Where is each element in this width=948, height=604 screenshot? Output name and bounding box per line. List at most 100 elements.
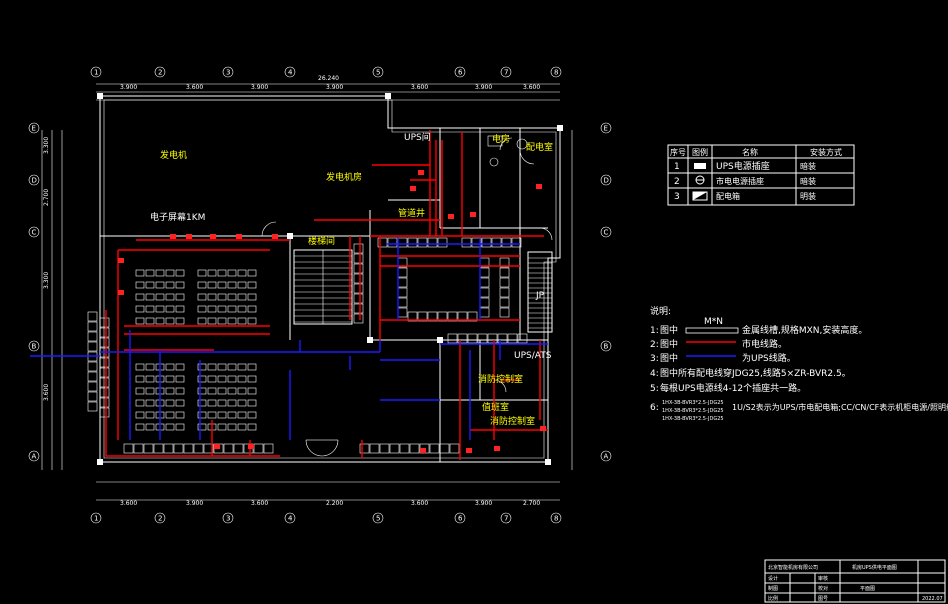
label-office: 配电室	[526, 141, 553, 153]
axis-label: E	[32, 125, 36, 133]
mains-outlet-icon	[695, 175, 705, 185]
seat	[145, 399, 155, 407]
callout-board: 电子屏幕1KM	[150, 211, 205, 223]
axis-label: D	[32, 177, 37, 185]
seat	[135, 411, 145, 419]
axis-label: 2	[158, 69, 162, 77]
seat	[155, 281, 165, 289]
seat	[165, 363, 175, 371]
seat	[227, 363, 237, 371]
note-6-num: 6:	[650, 403, 659, 413]
seat	[165, 423, 175, 431]
server-rack	[479, 267, 490, 278]
server-rack	[163, 443, 174, 454]
seat	[217, 375, 227, 383]
axis-bubble-6: 6	[454, 66, 466, 78]
legend-row-2-name: 市电电源插座	[716, 176, 764, 186]
seat	[227, 281, 237, 289]
seat	[247, 423, 257, 431]
tb-company: 北京智能机房有限公司	[768, 564, 818, 571]
seat	[175, 317, 185, 325]
note-4-num: 4:	[650, 369, 659, 379]
seat	[145, 305, 155, 313]
server-rack	[477, 333, 488, 344]
server-rack	[123, 443, 134, 454]
server-rack	[417, 237, 428, 248]
axis-bubble-3: 3	[222, 66, 234, 78]
server-rack	[479, 287, 490, 298]
seat	[247, 363, 257, 371]
seat	[155, 317, 165, 325]
server-rack	[499, 277, 510, 288]
top-dim-text: 3.900	[120, 84, 137, 91]
seat	[165, 293, 175, 301]
server-rack	[499, 257, 510, 268]
seat	[207, 363, 217, 371]
seat	[175, 375, 185, 383]
axis-bubble-1: 1	[90, 66, 102, 78]
seat	[247, 375, 257, 383]
top-dim-text: 3.900	[326, 84, 343, 91]
server-rack	[447, 333, 458, 344]
note-6-text: 1U/S2表示为UPS/市电配电箱;CC/CN/CF表示机柜电源/照明线路/备用…	[732, 402, 948, 412]
fixtures	[487, 135, 528, 167]
top-dim-text: 3.600	[411, 84, 428, 91]
note-2-num: 2:	[650, 340, 659, 350]
server-rack	[507, 333, 518, 344]
server-rack	[87, 381, 98, 392]
circuit-2: 1HX-3B-BVR3*2.5-JDG25	[662, 408, 724, 414]
axis-bubble-C: C	[600, 226, 612, 238]
server-rack	[87, 361, 98, 372]
outlet	[248, 444, 254, 449]
server-rack	[387, 237, 398, 248]
note-3-key: 图中	[660, 352, 678, 364]
outlet	[470, 212, 476, 217]
seat	[247, 293, 257, 301]
seat	[197, 387, 207, 395]
server-rack	[353, 303, 364, 314]
axis-label: 6	[458, 69, 463, 77]
server-rack	[397, 297, 408, 308]
bottom-dim-text: 2.200	[326, 500, 343, 507]
server-racks	[87, 237, 528, 454]
legend-row-1-install: 暗装	[800, 161, 816, 171]
seat	[237, 317, 247, 325]
seat	[165, 281, 175, 289]
server-rack	[399, 443, 410, 454]
tb-r1c2: 审核	[818, 575, 828, 582]
label-duty-room: 值班室	[482, 401, 509, 413]
seat	[207, 387, 217, 395]
note-5-text: 每根UPS电源线4-12个插座共一路。	[660, 382, 806, 394]
server-rack	[99, 387, 110, 398]
seat	[135, 387, 145, 395]
callout-ups-ats: UPS/ATS	[514, 351, 552, 361]
server-rack	[499, 297, 510, 308]
seat	[197, 305, 207, 313]
seat	[155, 269, 165, 277]
note-4-text: 图中所有配电线穿JDG25,线路5×ZR-BVR2.5。	[660, 367, 851, 379]
outlet	[466, 448, 472, 453]
seat	[207, 317, 217, 325]
seat	[197, 363, 207, 371]
server-rack	[223, 443, 234, 454]
server-rack	[99, 327, 110, 338]
server-rack	[379, 443, 390, 454]
axis-bubble-C: C	[28, 226, 40, 238]
server-rack	[87, 311, 98, 322]
server-rack	[389, 443, 400, 454]
seat	[135, 293, 145, 301]
note-3-text: 为UPS线路。	[742, 352, 796, 364]
seat	[175, 305, 185, 313]
note-1-num: 1:	[650, 326, 659, 336]
axis-bubble-D: D	[28, 174, 40, 186]
outlet	[418, 170, 424, 175]
note-1-key: 图中	[660, 324, 678, 336]
seat	[227, 269, 237, 277]
server-rack	[87, 321, 98, 332]
server-rack	[471, 237, 482, 248]
server-rack	[99, 397, 110, 408]
server-rack	[479, 297, 490, 308]
server-rack	[143, 443, 154, 454]
